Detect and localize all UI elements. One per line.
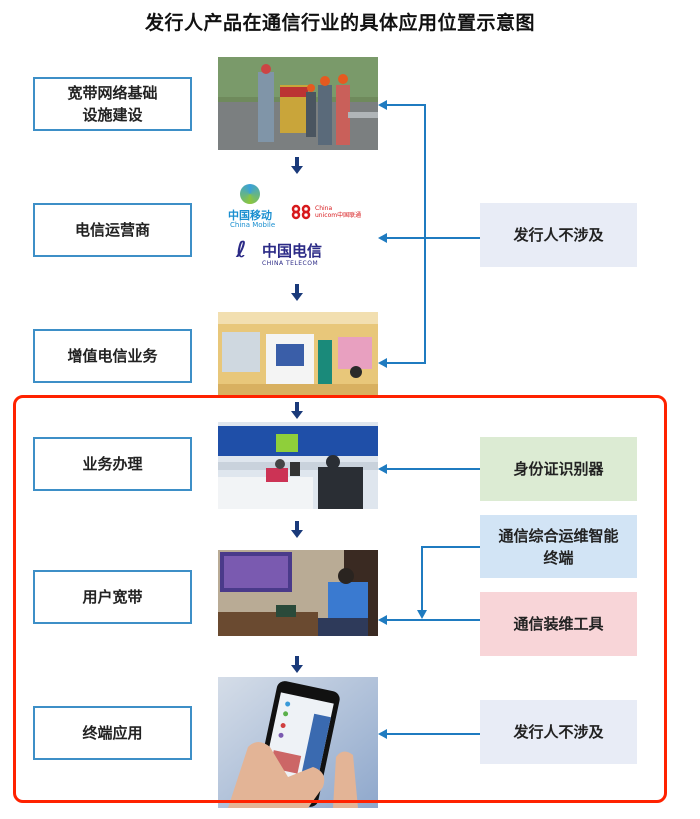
telecom-operators-logos: 中国移动 China Mobile China unicom中国联通 ℓ 中国电… <box>218 180 378 275</box>
home-broadband-installer-photo <box>218 550 378 636</box>
stage-box-terminal-application: 终端应用 <box>33 706 192 760</box>
smart-maintenance-terminal-box: 通信综合运维智能 终端 <box>480 515 637 578</box>
china-unicom-en2: unicom中国联通 <box>315 212 362 219</box>
china-mobile-logo-icon <box>240 184 260 204</box>
connector-line <box>386 733 480 735</box>
stage-box-telecom-operators: 电信运营商 <box>33 203 192 257</box>
left-arrow-icon <box>378 615 387 625</box>
smartphone-in-hand-photo <box>218 677 378 808</box>
stage-label-line1: 宽带网络基础 <box>67 84 158 102</box>
connector-line <box>421 546 423 611</box>
id-card-reader-box: 身份证识别器 <box>480 437 637 501</box>
network-construction-workers-photo <box>218 57 378 150</box>
stage-label: 终端应用 <box>82 724 143 742</box>
stage-label: 电信运营商 <box>74 221 150 239</box>
box-label: 通信装维工具 <box>513 615 604 633</box>
china-telecom-cn: 中国电信 <box>262 242 323 260</box>
left-arrow-icon <box>378 358 387 368</box>
china-telecom-logo-icon: ℓ <box>236 238 247 263</box>
installation-maintenance-tools-box: 通信装维工具 <box>480 592 637 656</box>
down-arrow-small-icon <box>417 610 427 619</box>
down-arrow-icon <box>291 402 303 420</box>
china-mobile-cn: 中国移动 <box>228 209 272 222</box>
china-telecom-en: CHINA TELECOM <box>262 260 319 267</box>
diagram-title: 发行人产品在通信行业的具体应用位置示意图 <box>144 12 535 34</box>
telecom-service-hall-photo <box>218 312 378 398</box>
connector-line <box>421 546 480 548</box>
stage-box-value-added-services: 增值电信业务 <box>33 329 192 383</box>
business-counter-photo <box>218 422 378 509</box>
stage-box-user-broadband: 用户宽带 <box>33 570 192 624</box>
left-arrow-icon <box>378 100 387 110</box>
left-arrow-icon <box>378 464 387 474</box>
connector-line <box>386 362 426 364</box>
china-unicom-en1: China <box>315 205 333 212</box>
connector-line <box>386 619 480 621</box>
china-mobile-en: China Mobile <box>230 221 276 229</box>
down-arrow-icon <box>291 157 303 175</box>
connector-line <box>386 104 426 106</box>
stage-label: 用户宽带 <box>82 588 143 606</box>
stage-label-line2: 设施建设 <box>82 106 143 124</box>
down-arrow-icon <box>291 284 303 302</box>
box-label-line2: 终端 <box>543 548 574 567</box>
down-arrow-icon <box>291 521 303 539</box>
issuer-not-involved-box-top: 发行人不涉及 <box>480 203 637 267</box>
left-arrow-icon <box>378 729 387 739</box>
issuer-not-involved-box-bottom: 发行人不涉及 <box>480 700 637 764</box>
box-label: 发行人不涉及 <box>513 226 604 244</box>
stage-box-business-handling: 业务办理 <box>33 437 192 491</box>
stage-box-broadband-infrastructure: 宽带网络基础 设施建设 <box>33 77 192 131</box>
left-arrow-icon <box>378 233 387 243</box>
connector-line <box>386 468 480 470</box>
china-unicom-logo-icon <box>290 204 312 220</box>
stage-label: 业务办理 <box>82 455 143 473</box>
box-label-line1: 通信综合运维智能 <box>498 526 619 545</box>
connector-line <box>386 237 480 239</box>
stage-label: 增值电信业务 <box>67 347 158 365</box>
box-label: 身份证识别器 <box>513 460 604 478</box>
down-arrow-icon <box>291 656 303 674</box>
bracket-connector-line <box>424 104 426 363</box>
box-label: 发行人不涉及 <box>513 723 604 741</box>
